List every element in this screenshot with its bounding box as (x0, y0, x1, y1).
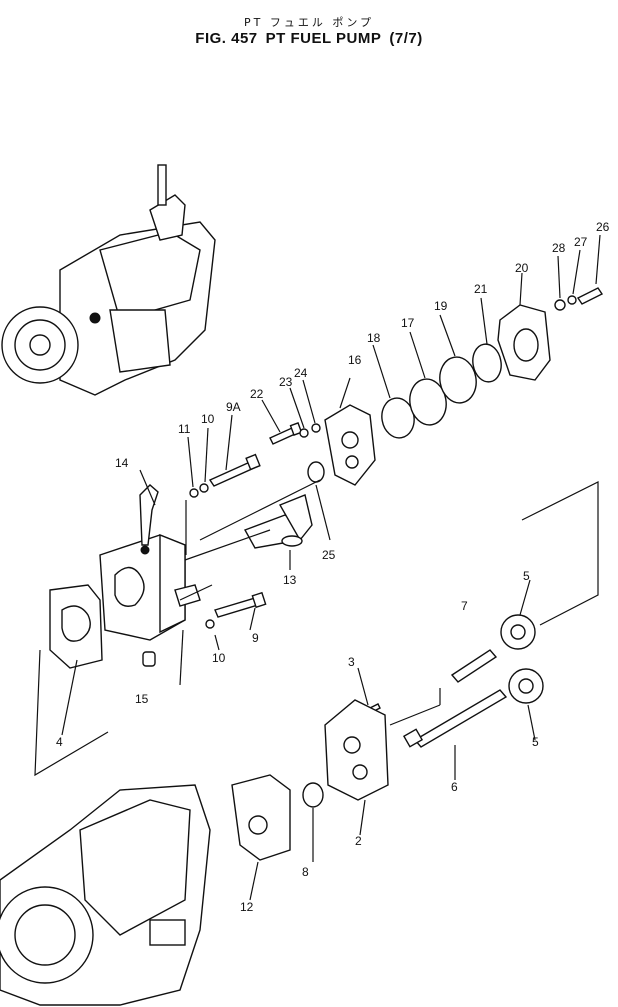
pump-body-part (99, 484, 201, 641)
callout-11: 11 (178, 422, 191, 436)
bolt-part-26 (576, 287, 604, 305)
callout-25: 25 (322, 548, 336, 562)
callout-5-upper: 5 (523, 569, 530, 583)
callout-19: 19 (434, 299, 448, 313)
o-ring-part-21 (472, 343, 502, 383)
shaft-part-7 (450, 649, 498, 683)
o-ring-part-17 (409, 378, 447, 426)
callout-9a: 9A (226, 400, 241, 414)
plate-part-2 (324, 699, 389, 801)
figure-page: (7/7) (389, 30, 423, 47)
gear-part-5-lower (508, 668, 544, 704)
callout-10-upper: 10 (201, 412, 215, 426)
figure-number: FIG. 457 (195, 30, 258, 47)
leader-lines (34, 234, 601, 901)
washer-part-23 (299, 428, 309, 438)
callout-2: 2 (355, 834, 362, 848)
callout-7: 7 (461, 599, 468, 613)
callout-14: 14 (115, 456, 129, 470)
callout-23: 23 (279, 375, 293, 389)
lower-engine-block-drawing (0, 784, 211, 1006)
callout-18: 18 (367, 331, 381, 345)
callout-labels: 2 3 4 5 5 6 7 8 9 9A 10 10 11 12 13 14 1… (56, 220, 610, 914)
callout-13: 13 (283, 573, 297, 587)
o-ring-part-19 (439, 356, 477, 404)
gasket-part-12 (231, 774, 291, 861)
elbow-fitting-part-13 (243, 494, 313, 549)
callout-3: 3 (348, 655, 355, 669)
callout-10-lower: 10 (212, 651, 226, 665)
washer-part-28 (554, 299, 566, 311)
callout-28: 28 (552, 241, 566, 255)
bolt-part-9a (208, 461, 256, 487)
callout-20: 20 (515, 261, 529, 275)
callout-27: 27 (574, 235, 588, 249)
callout-12: 12 (240, 900, 254, 914)
callout-8: 8 (302, 865, 309, 879)
flange-part-20 (497, 304, 551, 381)
figure-title: FIG. 457 PT FUEL PUMP (7/7) (0, 30, 618, 47)
callout-22: 22 (250, 387, 264, 401)
callout-26: 26 (596, 220, 610, 234)
washer-part-10b (205, 619, 215, 629)
bolt-part-9 (214, 597, 259, 618)
seal-part-25 (307, 461, 325, 483)
callout-21: 21 (474, 282, 488, 296)
callout-24: 24 (294, 366, 308, 380)
washer-part-10 (199, 483, 209, 493)
figure-name: PT FUEL PUMP (265, 30, 382, 47)
washer-part-24 (311, 423, 321, 433)
washer-part-27 (567, 295, 577, 305)
bolt-part-22 (269, 427, 296, 445)
gear-part-5-upper (500, 614, 536, 650)
plug-part-15 (142, 651, 156, 667)
callout-16: 16 (348, 353, 362, 367)
callout-6: 6 (451, 780, 458, 794)
callout-4: 4 (56, 735, 63, 749)
washer-part-11 (189, 488, 199, 498)
bushing-part-8 (302, 782, 324, 808)
callout-17: 17 (401, 316, 415, 330)
cover-part-16 (324, 404, 376, 486)
upper-pump-assembly-drawing (1, 164, 216, 396)
callout-15: 15 (135, 692, 149, 706)
callout-9: 9 (252, 631, 259, 645)
title-japanese: PT フュエル ポンプ (243, 16, 374, 29)
callout-5-lower: 5 (532, 735, 539, 749)
shaft-part-6 (413, 689, 508, 748)
